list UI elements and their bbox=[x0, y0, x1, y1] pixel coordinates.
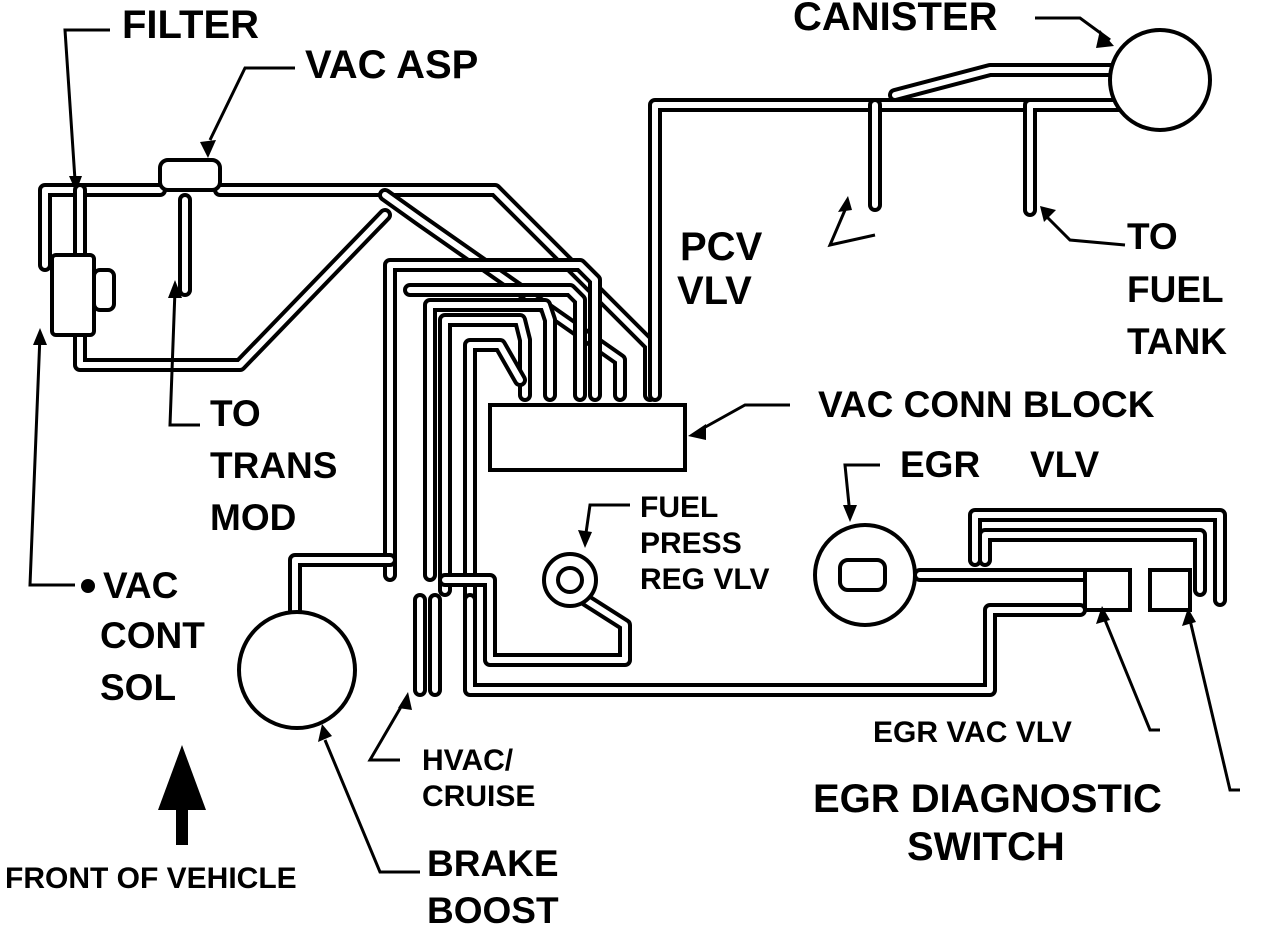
label-trans-mod-1: TO bbox=[210, 393, 261, 434]
label-fuel-press-1: FUEL bbox=[640, 491, 718, 524]
leader-lines bbox=[28, 16, 1240, 874]
vac-asp-body bbox=[158, 158, 222, 192]
label-fuel-tank-2: FUEL bbox=[1127, 269, 1224, 310]
egr-valve-inner bbox=[838, 558, 887, 592]
fuel-tank-arrow-icon bbox=[1040, 206, 1056, 222]
label-brake-boost-1: BRAKE bbox=[427, 843, 559, 884]
front-arrow-icon bbox=[158, 745, 206, 810]
label-fuel-press-3: REG VLV bbox=[640, 563, 769, 596]
vac-cont-sol-tab bbox=[92, 268, 116, 312]
egr-diag-arrow-icon bbox=[1182, 608, 1196, 626]
label-front-of-vehicle: FRONT OF VEHICLE bbox=[5, 862, 297, 895]
pcv-arrow-icon bbox=[838, 196, 852, 212]
brake-boost-arrow-icon bbox=[318, 724, 332, 742]
label-egr-diag-1: EGR DIAGNOSTIC bbox=[813, 777, 1162, 821]
label-hvac-2: CRUISE bbox=[422, 780, 535, 813]
label-vac-conn-block: VAC CONN BLOCK bbox=[818, 384, 1155, 425]
canister-arrow-icon bbox=[1096, 30, 1114, 48]
label-brake-boost-2: BOOST bbox=[427, 890, 559, 928]
label-hvac-1: HVAC/ bbox=[422, 744, 514, 777]
canister-body bbox=[1108, 28, 1212, 132]
label-fuel-tank-1: TO bbox=[1127, 216, 1178, 257]
filter-arrow-icon bbox=[69, 176, 82, 192]
sol-arrow-icon bbox=[33, 328, 47, 345]
label-pcv-2: VLV bbox=[677, 269, 752, 313]
arrow-heads bbox=[33, 30, 1196, 845]
label-egr-vlv-2: VLV bbox=[1030, 444, 1100, 485]
label-fuel-press-2: PRESS bbox=[640, 527, 742, 560]
labels: FILTER VAC ASP CANISTER PCV VLV TO FUEL … bbox=[5, 0, 1227, 928]
vacuum-hoses bbox=[38, 63, 1227, 697]
label-fuel-tank-3: TANK bbox=[1127, 321, 1227, 362]
vac-cont-sol-body bbox=[50, 253, 96, 337]
egr-vlv-arrow-icon bbox=[843, 505, 857, 522]
label-vac-asp: VAC ASP bbox=[305, 43, 478, 87]
label-vac-cont-sol-1: VAC bbox=[103, 565, 178, 606]
vac-conn-block bbox=[488, 403, 687, 472]
label-egr-vlv-1: EGR bbox=[900, 444, 980, 485]
egr-vac-vlv-body bbox=[1083, 568, 1132, 612]
fuel-press-arrow-icon bbox=[578, 530, 592, 548]
label-canister: CANISTER bbox=[793, 0, 998, 39]
label-filter: FILTER bbox=[122, 3, 259, 47]
egr-diag-switch-body bbox=[1148, 568, 1192, 612]
egr-vac-vlv-arrow-icon bbox=[1096, 606, 1110, 624]
brake-boost-body bbox=[237, 610, 357, 730]
trans-mod-arrow-icon bbox=[168, 280, 182, 298]
label-egr-vac-vlv: EGR VAC VLV bbox=[873, 716, 1072, 749]
label-trans-mod-2: TRANS bbox=[210, 445, 337, 486]
label-vac-cont-sol-3: SOL bbox=[100, 667, 176, 708]
hvac-arrow-icon bbox=[398, 692, 412, 710]
label-pcv-1: PCV bbox=[680, 225, 763, 269]
front-arrow-shaft bbox=[176, 805, 188, 845]
label-egr-diag-2: SWITCH bbox=[907, 825, 1065, 869]
vac-asp-arrow-icon bbox=[200, 140, 216, 158]
label-trans-mod-3: MOD bbox=[210, 497, 296, 538]
conn-block-arrow-icon bbox=[688, 424, 706, 440]
components bbox=[50, 28, 1212, 730]
label-vac-cont-sol-2: CONT bbox=[100, 615, 205, 656]
vac-cont-sol-bullet-icon bbox=[81, 579, 95, 593]
fuel-press-reg-inner bbox=[556, 566, 584, 594]
